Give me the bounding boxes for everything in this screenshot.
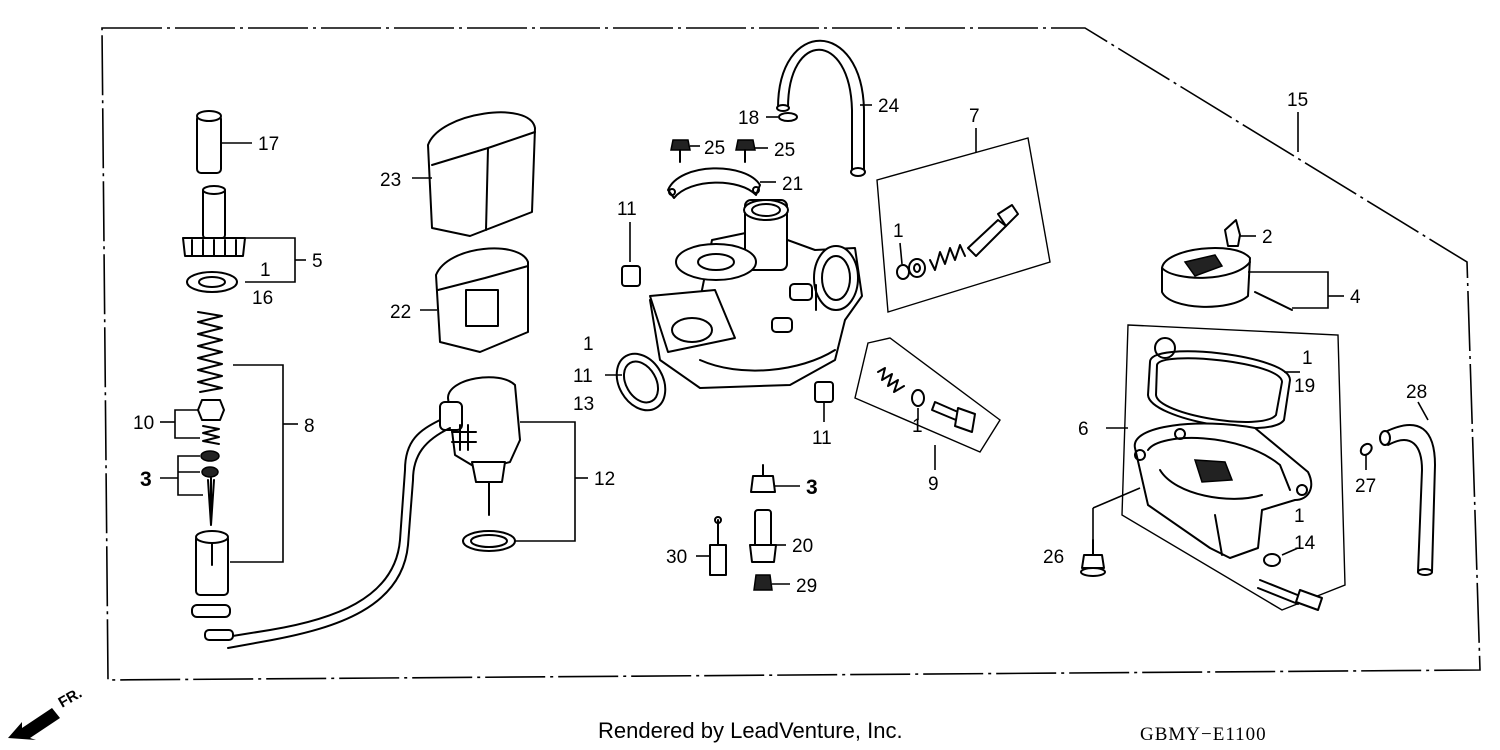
callout-19: 19 xyxy=(1294,376,1315,397)
part-6-float-bowl xyxy=(1133,422,1313,559)
callout-9: 9 xyxy=(928,474,939,495)
callout-10: 10 xyxy=(133,413,154,434)
callout-8: 8 xyxy=(304,416,315,437)
part-25-screw-b xyxy=(735,139,756,163)
part-14-drain-screw xyxy=(1257,553,1323,611)
callout-20: 20 xyxy=(792,536,813,557)
part-24-vent-tube xyxy=(776,39,866,177)
part-11-oring xyxy=(615,352,667,412)
callout-5: 5 xyxy=(312,251,323,272)
part-10-needle-clip xyxy=(197,399,225,445)
part-12-auto-choke xyxy=(439,376,521,552)
callout-7: 7 xyxy=(969,106,980,127)
callout-12: 12 xyxy=(594,469,615,490)
part-17-cap xyxy=(196,110,222,174)
callout-24: 24 xyxy=(878,96,900,117)
callout-28: 28 xyxy=(1406,382,1427,403)
callout-1-left: 1 xyxy=(260,260,271,281)
callout-11-a: 11 xyxy=(617,199,637,220)
callout-16: 16 xyxy=(252,288,273,309)
part-8-spring xyxy=(197,311,223,393)
part-20-needle-jet xyxy=(749,509,777,563)
part-22-cover xyxy=(435,247,529,353)
part-11-seal-b xyxy=(814,381,834,403)
callout-23: 23 xyxy=(380,170,401,191)
set-9-box xyxy=(854,337,1001,453)
callout-3-left: 3 xyxy=(140,468,152,491)
set-7-parts xyxy=(896,204,1019,280)
callout-1-gasket: 1 xyxy=(1302,348,1313,369)
part-23-cover xyxy=(427,111,536,237)
callout-25-b: 25 xyxy=(774,140,795,161)
callout-13: 13 xyxy=(573,394,594,415)
set-9-parts xyxy=(877,367,976,433)
front-direction-arrow xyxy=(8,708,60,740)
callout-11-b: 11 xyxy=(573,366,593,387)
callout-25-a: 25 xyxy=(704,138,725,159)
part-2-float-valve xyxy=(1224,219,1241,247)
callout-27: 27 xyxy=(1355,476,1376,497)
callout-18: 18 xyxy=(738,108,759,129)
callout-1-center: 1 xyxy=(583,334,594,355)
carburetor-body xyxy=(649,199,863,389)
part-4-float xyxy=(1161,247,1293,311)
callout-15: 15 xyxy=(1287,90,1308,111)
part-12-connector xyxy=(191,604,231,618)
diagram-code: GBMY−E1100 xyxy=(1140,724,1267,745)
set-7-box xyxy=(876,137,1051,313)
callout-11-c: 11 xyxy=(812,428,832,449)
callout-1-set7: 1 xyxy=(893,221,904,242)
part-29-main-jet xyxy=(753,574,773,591)
part-28-drain-tube xyxy=(1379,424,1436,576)
callout-14: 14 xyxy=(1294,533,1316,554)
front-indicator-label: FR. xyxy=(56,685,85,712)
part-3-clips xyxy=(200,450,220,526)
part-3-jet xyxy=(750,464,776,493)
part-30-slow-jet xyxy=(709,516,727,576)
diagram-frame xyxy=(101,27,1481,681)
part-19-gasket xyxy=(1147,337,1291,430)
callout-2: 2 xyxy=(1262,227,1273,248)
part-21-bracket xyxy=(667,167,761,199)
callout-26: 26 xyxy=(1043,547,1064,568)
part-5-top-nut xyxy=(182,185,246,257)
part-27-clip xyxy=(1359,442,1373,456)
callout-1-bowl: 1 xyxy=(1294,506,1305,527)
callout-29: 29 xyxy=(796,576,817,597)
part-11-seal-a xyxy=(621,265,641,287)
part-18-clip xyxy=(778,112,798,122)
callout-30: 30 xyxy=(666,547,687,568)
callout-6: 6 xyxy=(1078,419,1089,440)
callout-1-set9: 1 xyxy=(912,416,923,437)
part-16-washer xyxy=(186,271,238,293)
callout-4: 4 xyxy=(1350,287,1361,308)
credit-text: Rendered by LeadVenture, Inc. xyxy=(598,718,903,743)
part-8-throttle-valve xyxy=(195,530,229,596)
callout-21: 21 xyxy=(782,174,803,195)
part-12-wire-harness xyxy=(219,419,441,639)
callout-17: 17 xyxy=(258,134,279,155)
callout-3-center: 3 xyxy=(806,476,818,499)
callout-22: 22 xyxy=(390,302,411,323)
part-26-screw xyxy=(1080,539,1106,577)
part-25-screw-a xyxy=(670,139,691,163)
